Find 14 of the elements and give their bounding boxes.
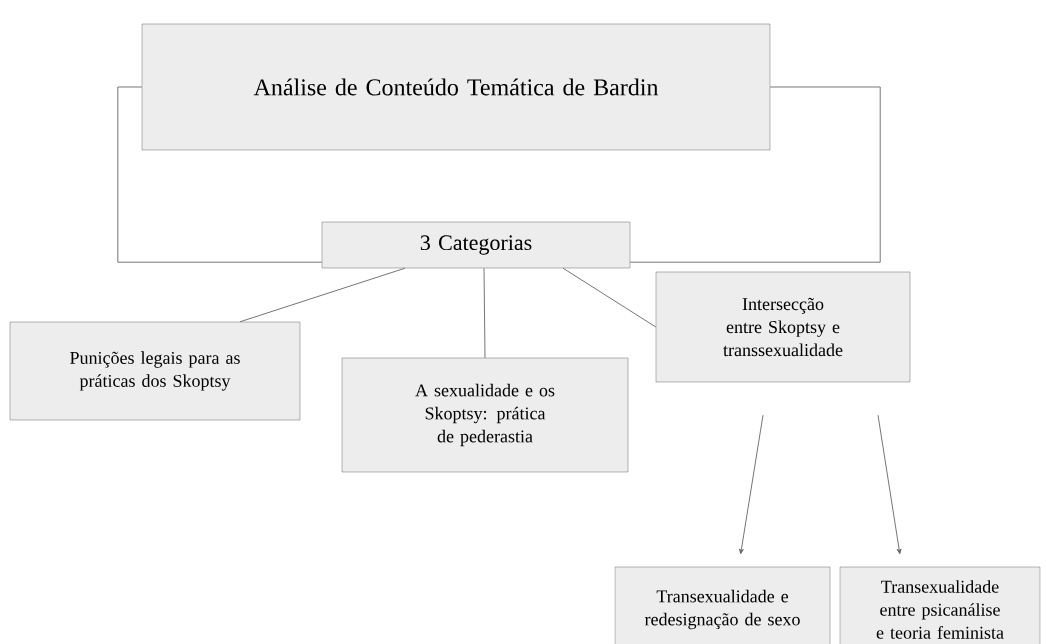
category-box: 3 Categorias	[321, 221, 631, 269]
category-box: Transexualidade entre psicanálise e teoria feminista	[839, 566, 1041, 644]
category-box: Transexualidade e redesignação de sexo	[614, 566, 831, 644]
category-box: A sexualidade e os Skoptsy: prática de pederastia	[341, 357, 629, 473]
category-box: Análise de Conteúdo Temática de Bardin	[141, 23, 771, 151]
connector-line	[239, 267, 406, 323]
connector-line	[117, 86, 323, 263]
arrow	[739, 414, 764, 555]
arrow	[877, 414, 902, 555]
connector-line	[483, 267, 486, 359]
connector-line	[629, 86, 881, 263]
category-box: Intersecção entre Skoptsy e transsexualidade	[655, 271, 911, 383]
category-box: Punições legais para as práticas dos Skoptsy	[9, 321, 301, 421]
connector-line	[562, 267, 657, 328]
